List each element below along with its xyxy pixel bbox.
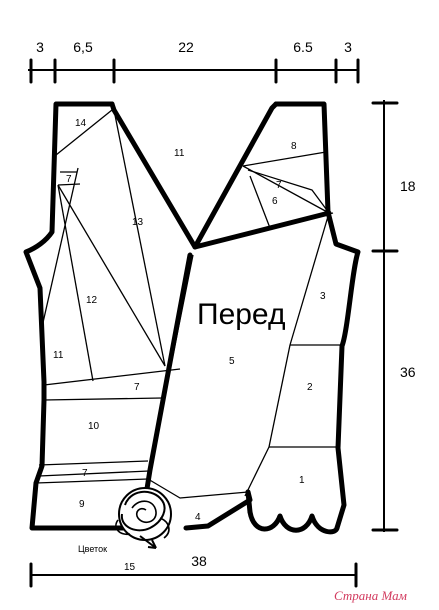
- right-dim-lower: 36: [400, 364, 416, 380]
- piece-label-6: 6: [272, 196, 278, 207]
- vest-outline: [23, 101, 361, 535]
- top-dim-right-shoulder: 6.5: [293, 39, 313, 55]
- diagram-title: Перед: [197, 298, 285, 331]
- piece-label-13: 13: [132, 217, 144, 228]
- flower-label: Цветок: [78, 544, 107, 554]
- patchwork-lines: [35, 109, 343, 521]
- piece-label-7-left-strip: 7: [134, 382, 140, 393]
- piece-label-12: 12: [86, 295, 98, 306]
- top-dim-left-shoulder: 6,5: [73, 39, 93, 55]
- watermark-logo: Страна Мам: [334, 588, 407, 603]
- piece-label-3: 3: [320, 291, 326, 302]
- right-dimension-line: [371, 100, 399, 532]
- piece-label-14: 14: [75, 118, 87, 129]
- piece-label-9: 9: [79, 499, 85, 510]
- piece-label-11-top: 11: [174, 148, 185, 159]
- bottom-dim-width: 38: [191, 553, 207, 569]
- piece-label-11-left: 11: [53, 350, 64, 361]
- piece-label-7-left-small: 7: [66, 174, 72, 185]
- top-dim-left-shoulder-gap: 3: [36, 39, 44, 55]
- piece-label-7-lower-strip: 7: [82, 468, 88, 479]
- top-dimension-line: [28, 58, 360, 84]
- piece-label-2: 2: [307, 382, 313, 393]
- piece-label-10: 10: [88, 421, 100, 432]
- top-dim-right-shoulder-gap: 3: [344, 39, 352, 55]
- piece-label-8: 8: [291, 141, 297, 152]
- flower-icon: [115, 487, 172, 549]
- flower-number: 15: [124, 562, 136, 573]
- piece-7-right-outline: [247, 169, 330, 214]
- top-dim-neck: 22: [178, 39, 194, 55]
- piece-label-1: 1: [299, 475, 305, 486]
- piece-label-7-right-small: 7: [276, 180, 282, 191]
- piece-label-5: 5: [229, 356, 235, 367]
- right-dim-upper: 18: [400, 178, 416, 194]
- bottom-dimension-line: [29, 562, 358, 588]
- piece-label-4: 4: [195, 512, 201, 523]
